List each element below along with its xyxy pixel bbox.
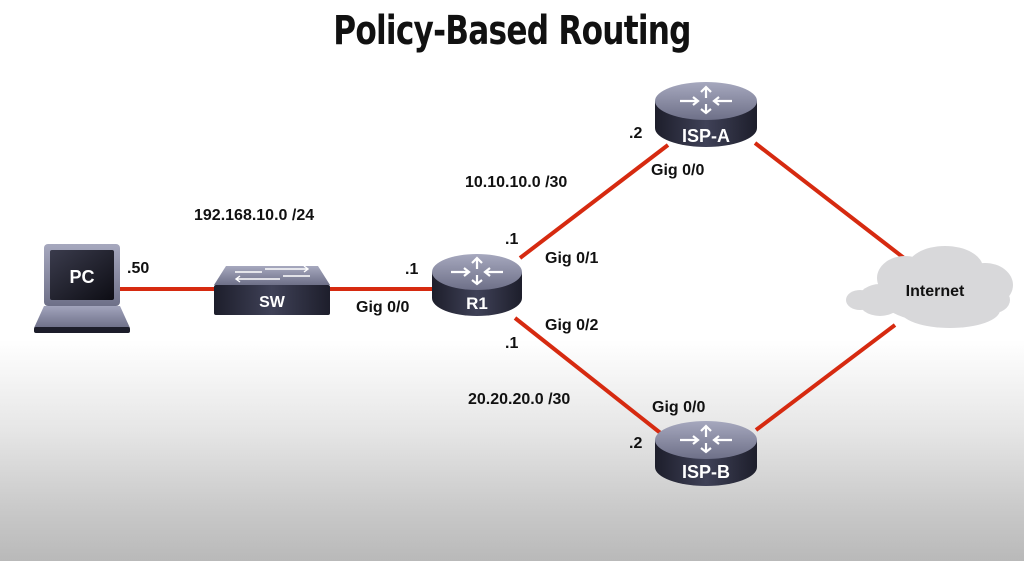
pc-ip-label: .50 xyxy=(127,260,150,277)
router-icon xyxy=(432,254,522,316)
r1-g02-label: Gig 0/2 xyxy=(545,317,599,334)
isp-a-network-label: 10.10.10.0 /30 xyxy=(465,174,568,191)
diagram-title: Policy-Based Routing xyxy=(333,8,691,54)
router-icon xyxy=(655,421,757,486)
r1-g01-ip-label: .1 xyxy=(505,231,519,248)
r1-g02-ip-label: .1 xyxy=(505,335,519,352)
ispa-label: ISP-A xyxy=(682,126,730,146)
r1-g00-label: Gig 0/0 xyxy=(356,299,410,316)
internet-cloud[interactable]: Internet xyxy=(846,246,1013,328)
isp-b-network-label: 20.20.20.0 /30 xyxy=(468,391,571,408)
router-icon xyxy=(655,82,757,147)
laptop-icon xyxy=(34,244,130,333)
ispb-device[interactable]: ISP-B xyxy=(655,421,757,486)
r1-g01-label: Gig 0/1 xyxy=(545,250,599,267)
switch-icon xyxy=(214,265,330,315)
r1-label: R1 xyxy=(466,294,488,313)
r1-device[interactable]: R1 xyxy=(432,254,522,316)
link-ispa-internet xyxy=(753,141,906,260)
pc-device[interactable]: PC xyxy=(34,244,130,333)
ispa-ip-label: .2 xyxy=(629,125,643,142)
pc-label: PC xyxy=(69,267,94,287)
r1-g00-ip-label: .1 xyxy=(405,261,419,278)
sw-label: SW xyxy=(259,294,286,311)
link-ispb-internet xyxy=(754,323,897,432)
internet-label: Internet xyxy=(906,283,965,300)
ispa-g00-label: Gig 0/0 xyxy=(651,162,705,179)
ispb-label: ISP-B xyxy=(682,462,730,482)
link-r1-ispb xyxy=(513,316,665,437)
ispa-device[interactable]: ISP-A xyxy=(655,82,757,147)
ispb-g00-label: Gig 0/0 xyxy=(652,399,706,416)
sw-device[interactable]: SW xyxy=(214,265,330,315)
link-r1-ispa xyxy=(518,143,670,260)
links xyxy=(120,141,906,437)
ispb-ip-label: .2 xyxy=(629,435,643,452)
cloud-icon xyxy=(846,246,1013,328)
lan-network-label: 192.168.10.0 /24 xyxy=(194,207,315,224)
